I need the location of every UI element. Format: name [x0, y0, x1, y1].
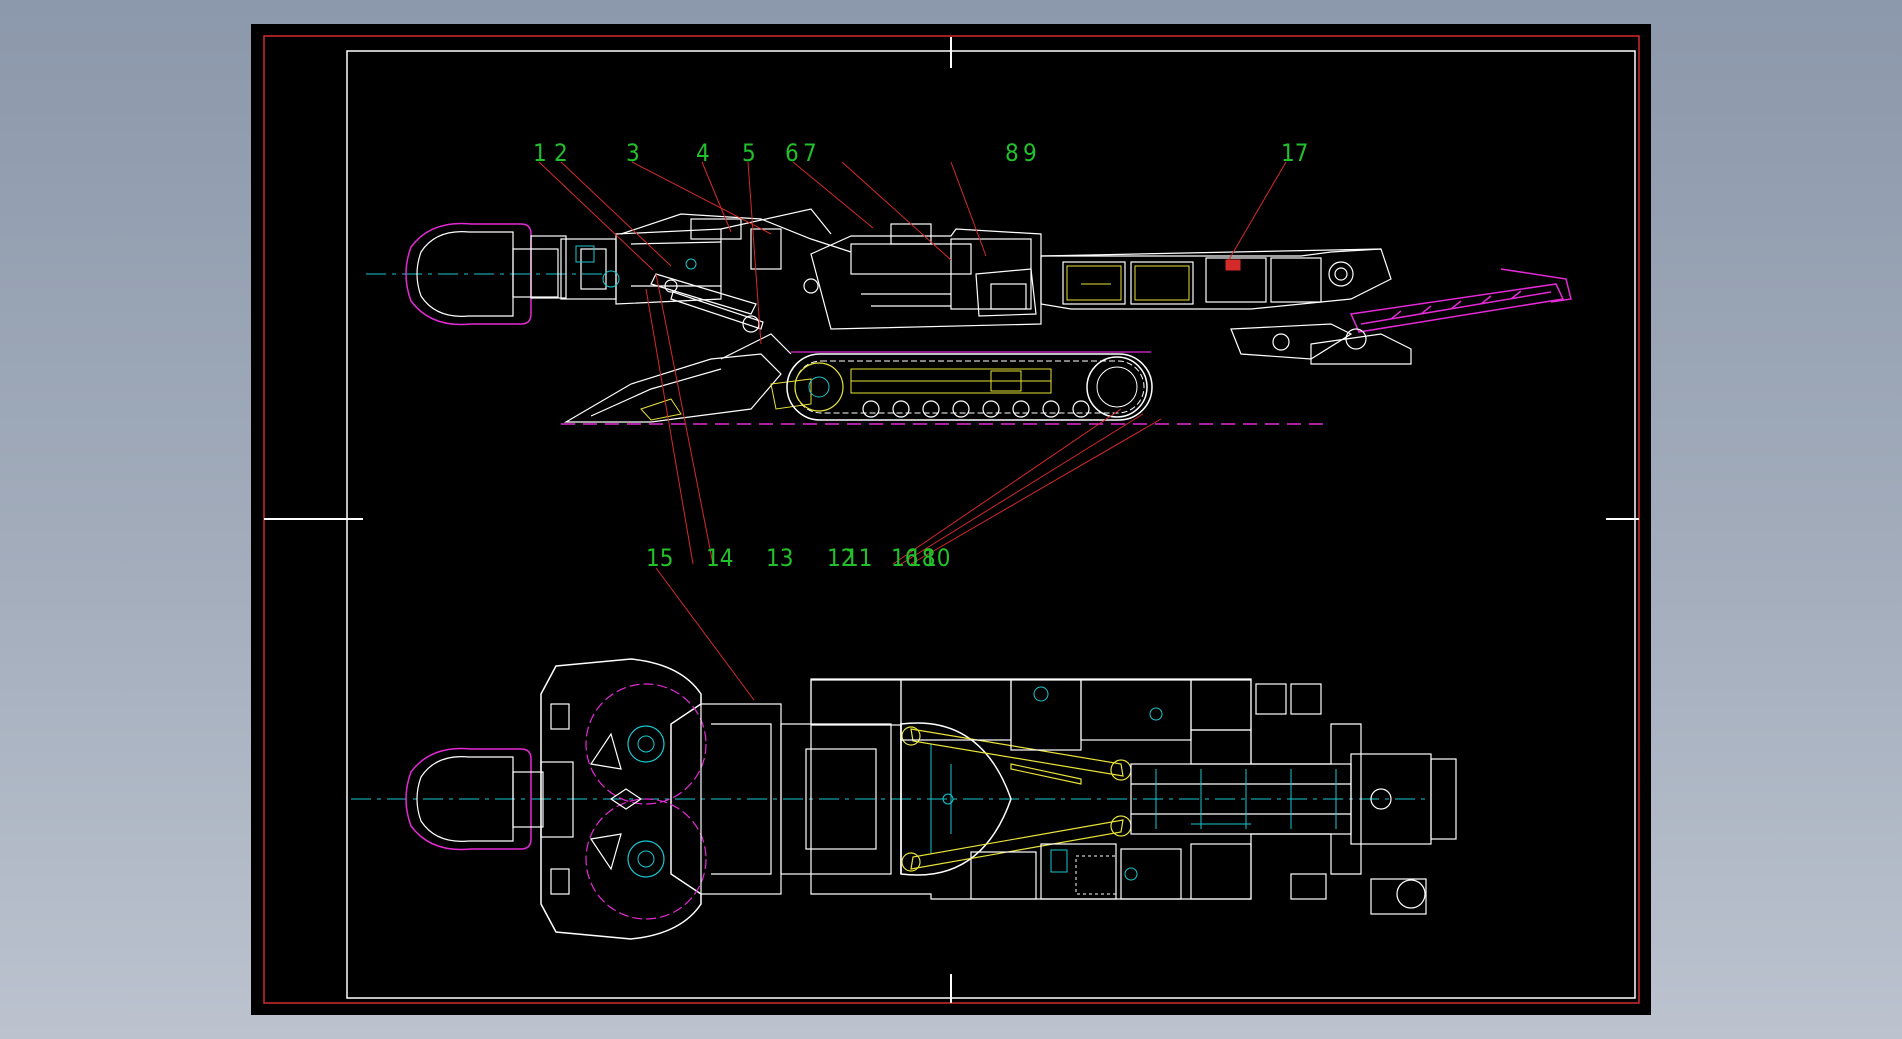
part-label-15: 15: [646, 544, 673, 572]
part-label-2: 2: [554, 139, 568, 167]
part-label-17: 17: [1281, 139, 1308, 167]
drive-sprocket: [1086, 356, 1148, 418]
top-leaders: [538, 161, 1287, 345]
red-warning-mark: [1225, 259, 1241, 271]
part-label-3: 3: [626, 139, 640, 167]
part-label-10: 10: [923, 544, 950, 572]
side-view: [366, 161, 1572, 701]
part-label-4: 4: [696, 139, 710, 167]
part-label-8: 8: [1005, 139, 1019, 167]
crawler-track: [786, 353, 1153, 421]
part-label-16: 16: [891, 544, 918, 572]
inner-frame: [346, 50, 1636, 999]
part-label-6: 6: [785, 139, 799, 167]
cutter-head-outline: [405, 222, 532, 326]
outer-frame: [263, 35, 1640, 1004]
gathering-disc-lower: [585, 798, 707, 920]
part-label-9: 9: [1023, 139, 1037, 167]
part-label-12: 12: [827, 544, 854, 572]
part-label-7: 7: [803, 139, 817, 167]
top-view: [351, 658, 1457, 940]
part-label-18: 18: [908, 544, 935, 572]
cutter-head: [416, 231, 514, 317]
top-cutter-head-outline: [405, 747, 532, 851]
part-label-1: 1: [533, 139, 547, 167]
part-label-5: 5: [742, 139, 756, 167]
mid-leaders: [645, 273, 1162, 701]
rear-conveyor: [1349, 268, 1572, 333]
part-label-11: 11: [845, 544, 872, 572]
part-label-13: 13: [766, 544, 793, 572]
part-label-14: 14: [706, 544, 733, 572]
centering-marks: [264, 37, 1639, 1003]
rear-conveyor-top: [1130, 753, 1457, 845]
gathering-disc-upper: [585, 683, 707, 805]
turret: [900, 722, 1012, 876]
